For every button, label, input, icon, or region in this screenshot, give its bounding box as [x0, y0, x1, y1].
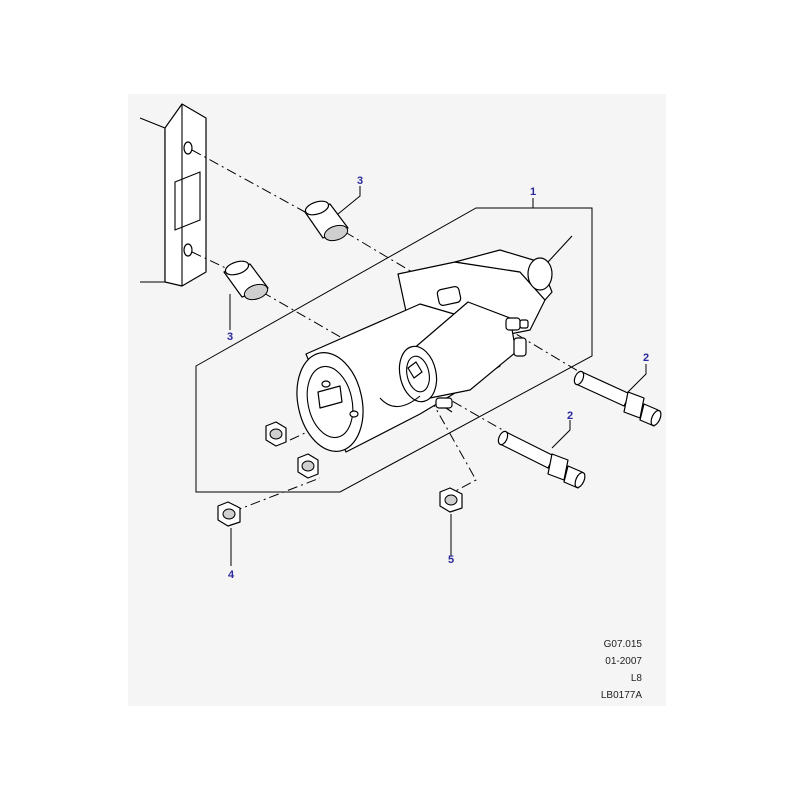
drawing-code: G07.015: [603, 639, 642, 650]
drawing-ref: LB0177A: [600, 690, 642, 701]
assembly-outline: [195, 207, 593, 493]
flange-nut-b: [297, 453, 319, 479]
callout-2-lower: 2: [567, 410, 573, 422]
flange-nut-4: [217, 501, 241, 527]
callout-4: 4: [228, 569, 235, 581]
callout-1: 1: [530, 186, 536, 198]
dowel-sleeve-lower: [223, 260, 269, 301]
drawing-model: L8: [630, 673, 642, 684]
callout-leaders: [229, 186, 647, 566]
callout-3-upper: 3: [357, 175, 363, 187]
mounting-bolt-lower: [497, 430, 586, 489]
callout-3-lower: 3: [227, 331, 233, 343]
starter-motor: [296, 235, 573, 453]
dowel-sleeve-upper: [304, 200, 349, 242]
mounting-bolt-upper: [573, 370, 662, 427]
callout-5: 5: [448, 554, 454, 566]
flange-nut-a: [265, 421, 287, 447]
drawing-reference-block: G07.015 01-2007 L8 LB0177A: [601, 636, 642, 704]
drawing-date: 01-2007: [605, 656, 642, 667]
callout-2-upper: 2: [643, 352, 649, 364]
flange-nut-5: [439, 487, 463, 513]
engine-block: [139, 103, 207, 287]
